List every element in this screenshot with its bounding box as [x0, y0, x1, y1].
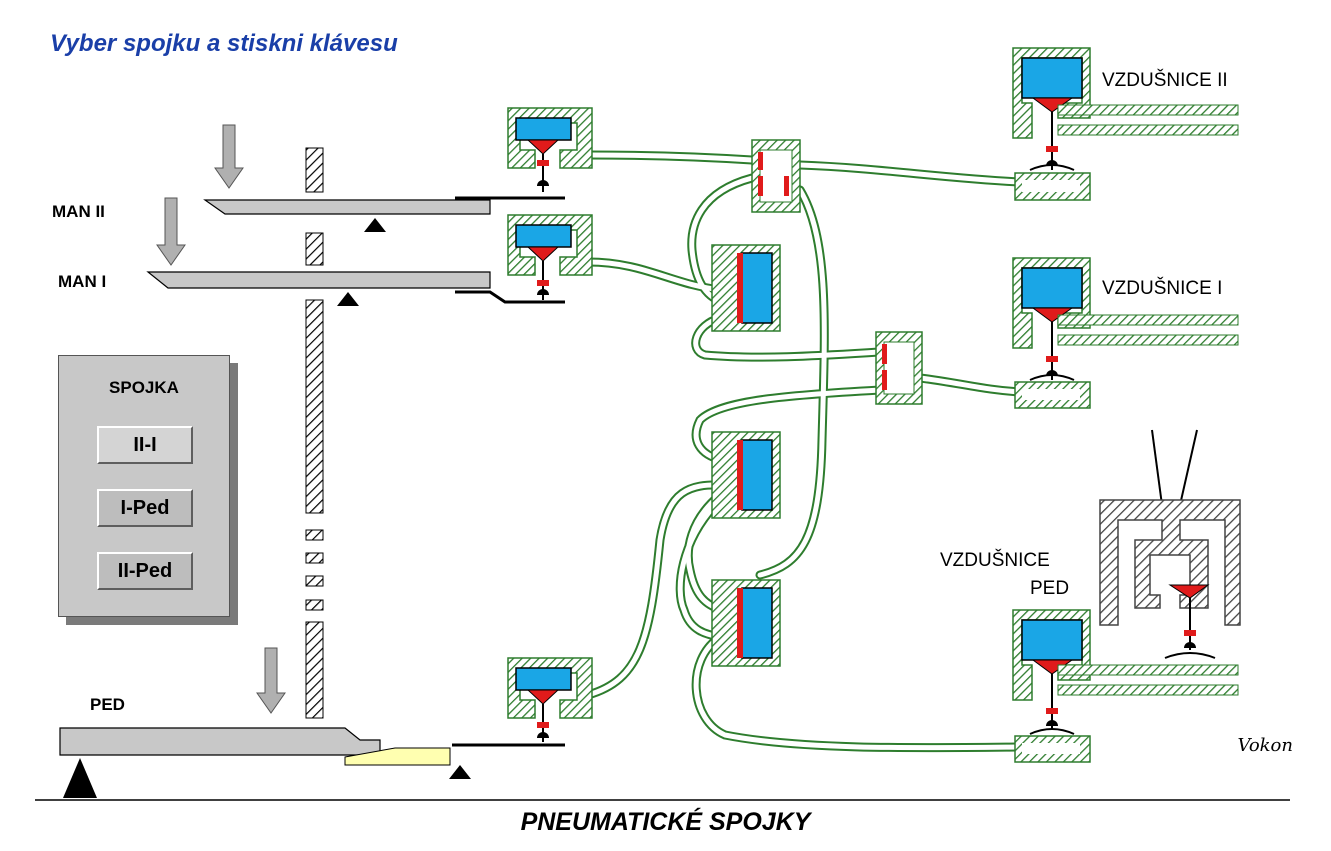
relay-valve-2 [711, 431, 781, 519]
label-vzdusnice1: VZDUŠNICE I [1102, 278, 1223, 299]
label-vzdusnice-ped-line1: VZDUŠNICE [940, 550, 1050, 571]
press-arrows [156, 124, 286, 714]
pipe-network [583, 150, 1025, 753]
wind-chest-ped [1012, 609, 1239, 763]
coupler-button-ii-i[interactable]: II-I [97, 426, 193, 464]
label-vzdusnice-ped-line2: PED [1030, 578, 1070, 599]
spojka-panel-title: SPOJKA [109, 378, 179, 397]
wind-chest-1 [1012, 257, 1239, 409]
wind-chest-2 [1012, 47, 1239, 201]
shuttle-valve-top [751, 139, 801, 213]
instruction-prompt: Vyber spojku a stiskni klávesu [50, 30, 398, 57]
relay-valve-1 [711, 244, 781, 332]
spojka-panel: SPOJKA II-I I-Ped II-Ped [58, 355, 230, 617]
label-ped: PED [90, 695, 125, 714]
left-valve-2 [507, 214, 593, 300]
left-valve-ped [507, 657, 593, 742]
coupler-button-ii-ped[interactable]: II-Ped [97, 552, 193, 590]
label-man2: MAN II [52, 202, 105, 221]
ped-key [35, 727, 1290, 801]
coupler-button-i-ped[interactable]: I-Ped [97, 489, 193, 527]
page-title: PNEUMATICKÉ SPOJKY [520, 808, 811, 836]
shuttle-valve-mid [875, 331, 923, 405]
left-valve-1 [507, 107, 593, 192]
relay-valve-3 [711, 579, 781, 667]
man2-key [203, 196, 565, 232]
label-vzdusnice2: VZDUŠNICE II [1102, 70, 1228, 91]
author-signature: Vokon [1237, 735, 1293, 756]
tracker-rod [305, 147, 324, 719]
label-man1: MAN I [58, 272, 107, 291]
pedal-chest-gray [1099, 429, 1241, 659]
man1-key [146, 271, 565, 306]
